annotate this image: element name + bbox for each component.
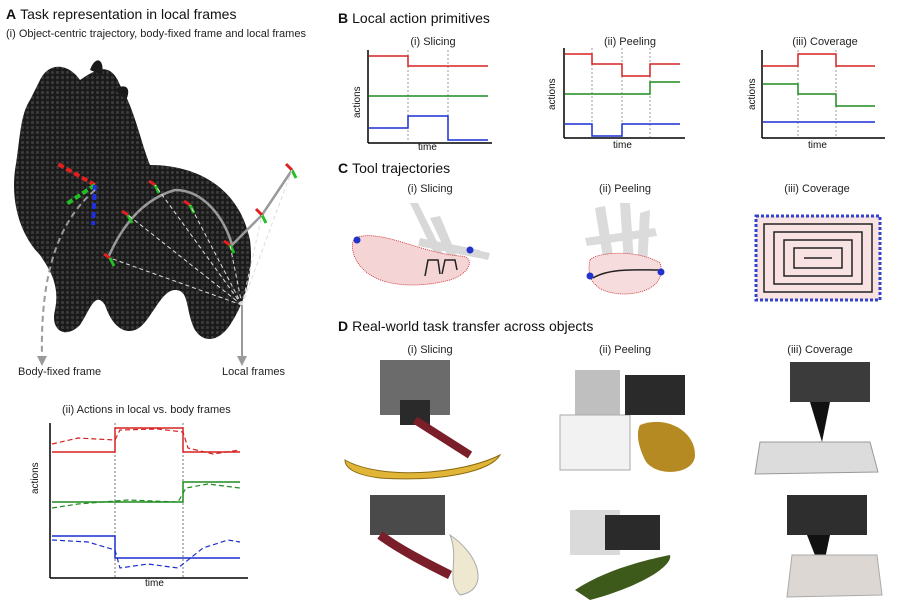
photo-peeling-cucumber <box>570 510 671 600</box>
panel-c-sub-ii: (ii) Peeling <box>599 183 651 195</box>
object-trajectory <box>106 169 294 259</box>
panel-d-sub-iii: (iii) Coverage <box>787 344 853 356</box>
panel-b-sub-i: (i) Slicing <box>410 36 456 48</box>
panel-b-sub-ii: (ii) Peeling <box>604 36 656 48</box>
panel-a-ylabel: actions <box>30 462 41 494</box>
panel-c-sub-i: (i) Slicing <box>407 183 453 195</box>
body-frame-x-arrow <box>57 162 96 187</box>
panel-b-iii-ylabel: actions <box>747 78 758 110</box>
tool-trajectory-peeling <box>585 203 665 295</box>
panel-b-ii-xlabel: time <box>613 140 632 151</box>
panel-b-coverage-plot <box>761 50 885 139</box>
photo-coverage-block <box>754 362 879 475</box>
body-frame-pointer <box>40 189 96 359</box>
tool-trajectory-coverage <box>754 214 882 302</box>
panel-a-actions-plot <box>49 423 248 579</box>
photo-peeling-pear <box>559 370 695 472</box>
body-frame-y-arrow <box>63 183 97 207</box>
body-frame-z-arrow <box>91 184 97 226</box>
panel-c-sub-iii: (iii) Coverage <box>784 183 850 195</box>
panel-b-slicing-plot <box>367 50 492 144</box>
local-frame-connectors <box>109 169 293 306</box>
cow-body <box>14 60 251 340</box>
panel-b-peeling-plot <box>563 48 685 139</box>
panel-b-iii-xlabel: time <box>808 140 827 151</box>
panel-a-xlabel: time <box>145 578 164 589</box>
photo-slicing-banana <box>344 360 502 480</box>
photo-slicing-peeled-banana <box>370 495 479 596</box>
panel-a-subtitle-i: (i) Object-centric trajectory, body-fixe… <box>6 28 306 40</box>
panel-d-sub-i: (i) Slicing <box>407 344 453 356</box>
panel-b-ii-ylabel: actions <box>547 78 558 110</box>
body-fixed-frame-label: Body-fixed frame <box>18 366 102 378</box>
cow-trajectory-figure <box>14 60 298 366</box>
panel-b-i-ylabel: actions <box>352 86 363 118</box>
panel-b-i-xlabel: time <box>418 142 437 153</box>
panel-d-sub-ii: (ii) Peeling <box>599 344 651 356</box>
panel-b-sub-iii: (iii) Coverage <box>792 36 858 48</box>
local-frames-label: Local frames <box>222 366 285 378</box>
panel-a-subtitle-ii: (ii) Actions in local vs. body frames <box>62 404 231 416</box>
photo-coverage-block-carved <box>786 495 883 598</box>
tool-trajectory-slicing <box>351 203 490 286</box>
